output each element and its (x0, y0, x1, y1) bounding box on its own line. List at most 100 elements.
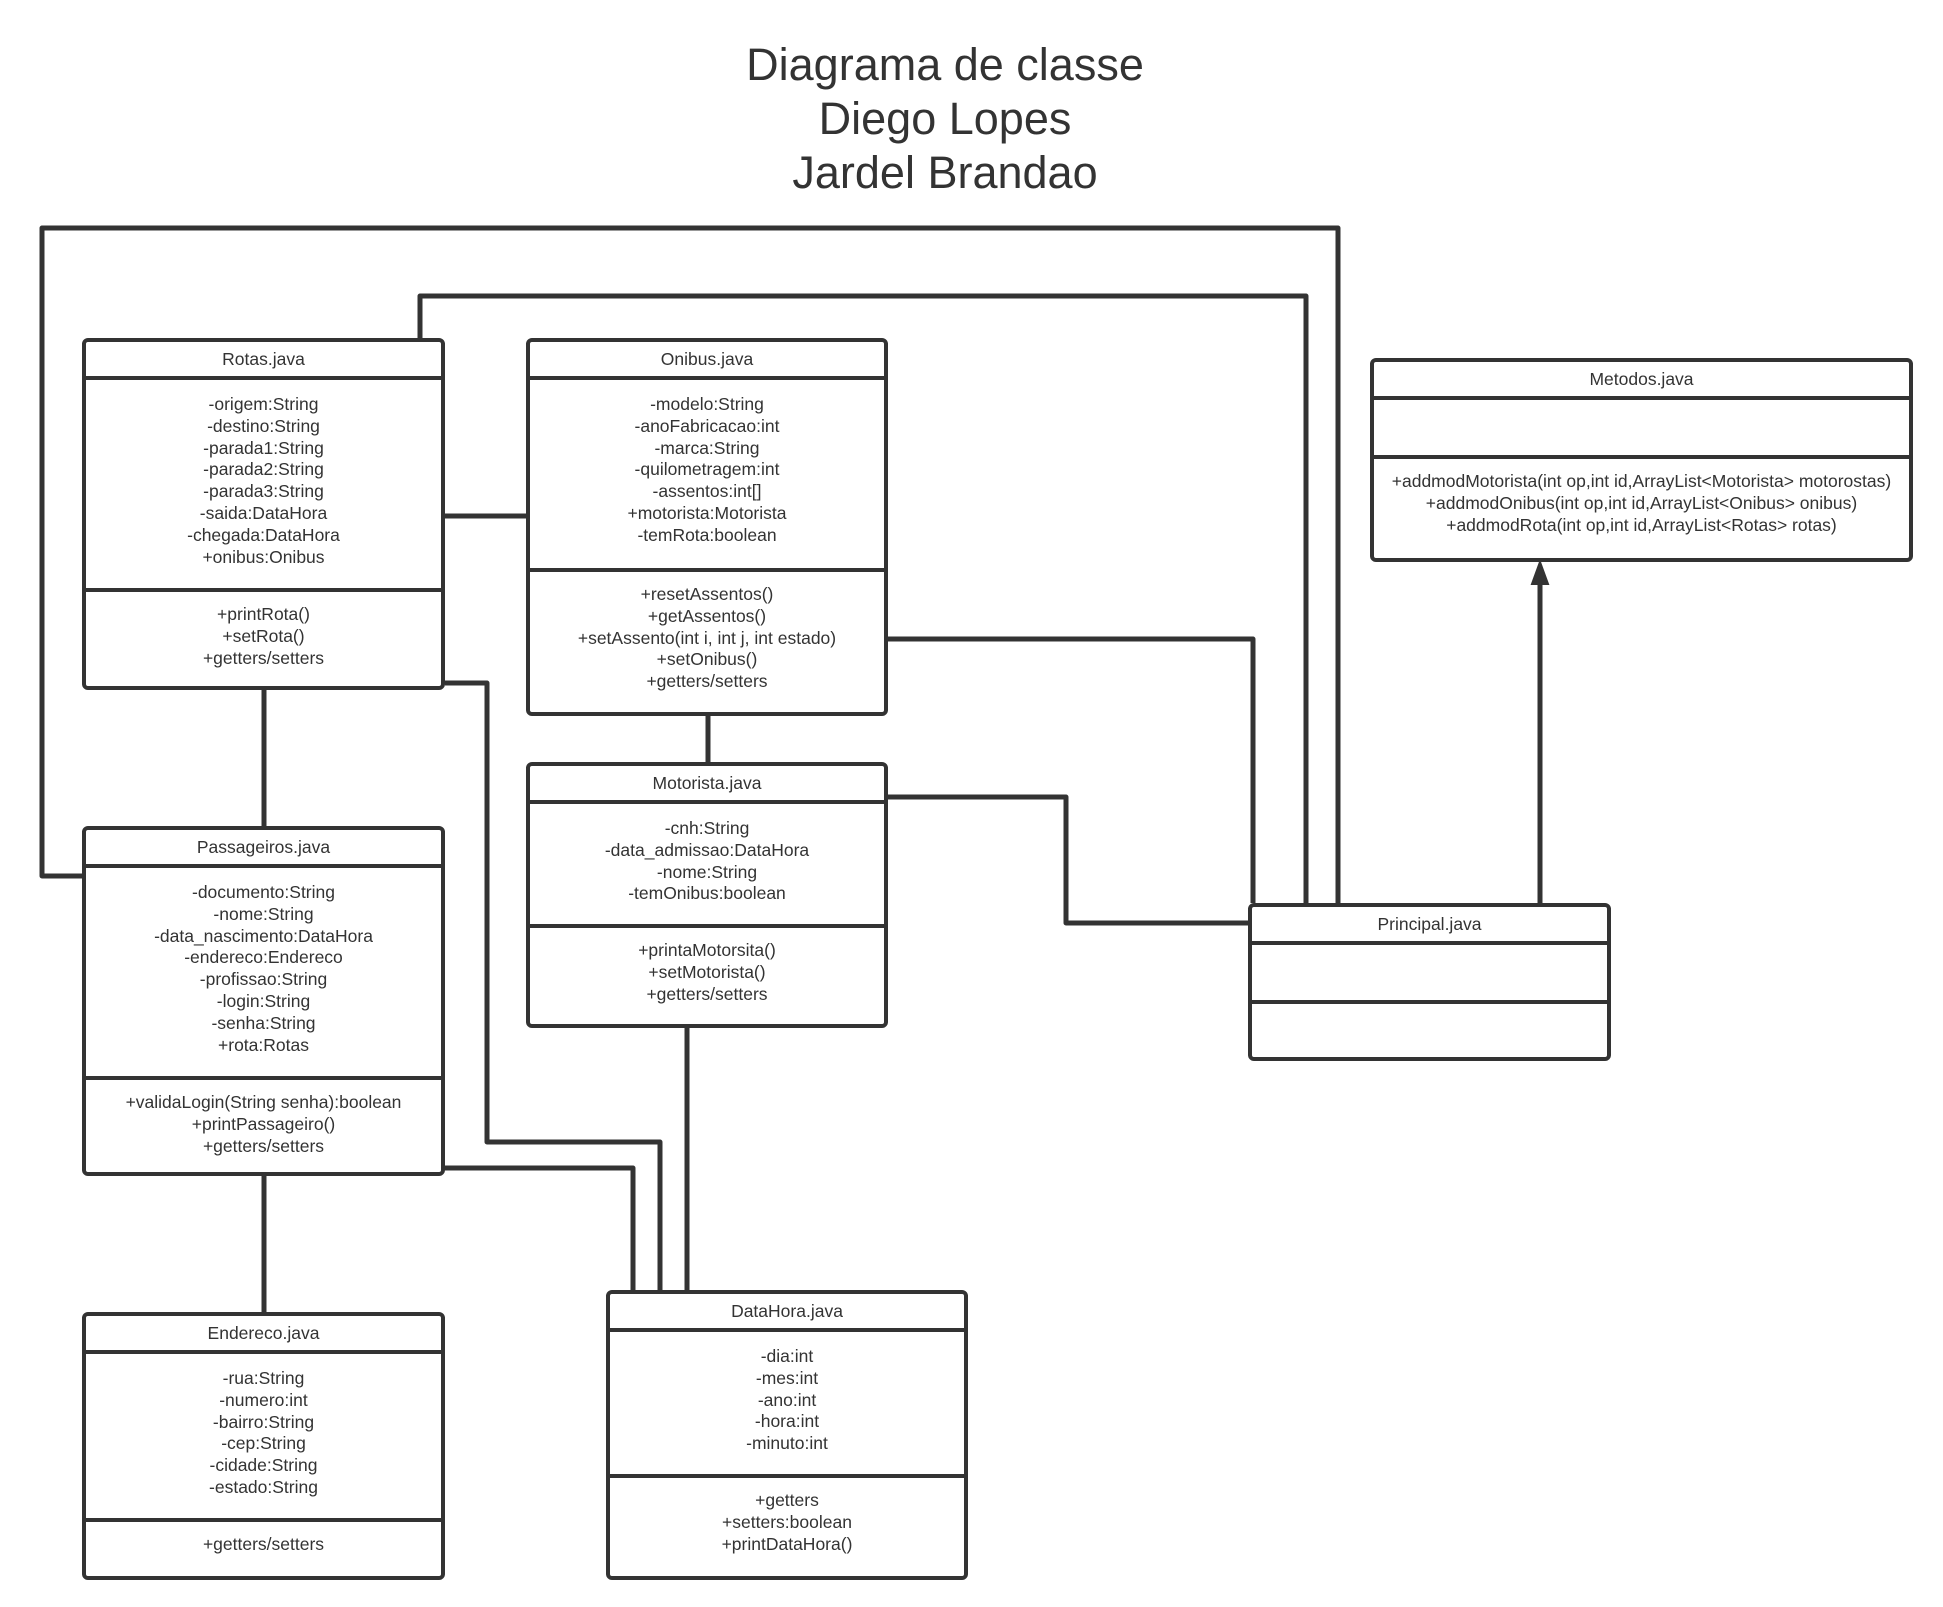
class-name: Passageiros.java (86, 830, 441, 868)
class-name: Rotas.java (86, 342, 441, 380)
title-line: Diego Lopes (818, 93, 1072, 144)
attribute: -estado:String (209, 1476, 318, 1497)
attribute: -nome:String (656, 861, 758, 882)
attributes-section: -documento:String -nome:String -data_nas… (86, 868, 441, 1080)
attribute: -cep:String (221, 1433, 306, 1454)
attribute: -modelo:String (650, 394, 764, 414)
method: +addmodRota(int op,int id,ArrayList<Rota… (1446, 514, 1837, 535)
methods-section: +getters +setters:boolean +printDataHora… (610, 1478, 964, 1576)
class-name: Metodos.java (1374, 362, 1909, 400)
method: +setOnibus() (656, 649, 758, 670)
attribute: -parada1:String (203, 437, 324, 458)
attribute: -quilometragem:int (634, 459, 780, 480)
attribute: -bairro:String (212, 1411, 315, 1432)
title-line: Diagrama de classe (746, 39, 1144, 90)
inheritance-arrowhead (1530, 559, 1550, 585)
method: +addmodMotorista(int op,int id,ArrayList… (1391, 471, 1892, 491)
attribute: -temOnibus:boolean (628, 883, 786, 904)
method: +setRota() (222, 625, 305, 646)
method: +getters/setters (202, 1534, 325, 1554)
attribute: -minuto:int (746, 1433, 828, 1454)
attributes-section: -rua:String -numero:int -bairro:String -… (86, 1354, 441, 1522)
attribute: -saida:DataHora (199, 502, 328, 523)
edge-rotas-principal (417, 293, 1309, 903)
method: +setMotorista() (648, 961, 766, 982)
methods-section: +printaMotorsita() +setMotorista() +gett… (530, 928, 884, 1024)
class-endereco[interactable]: Endereco.java -rua:String -numero:int -b… (82, 1312, 445, 1580)
attribute: -anoFabricacao:int (634, 415, 780, 436)
methods-section: +addmodMotorista(int op,int id,ArrayList… (1374, 459, 1909, 558)
attribute: -documento:String (192, 882, 335, 902)
attributes-section: -cnh:String -data_admissao:DataHora -nom… (530, 804, 884, 928)
class-passageiros[interactable]: Passageiros.java -documento:String -nome… (82, 826, 445, 1176)
attribute: -numero:int (219, 1389, 308, 1410)
attribute: -endereco:Endereco (184, 947, 343, 968)
class-name: Onibus.java (530, 342, 884, 380)
class-metodos[interactable]: Metodos.java +addmodMotorista(int op,int… (1370, 358, 1913, 562)
methods-section: +getters/setters (86, 1522, 441, 1576)
attribute: -ano:int (757, 1389, 817, 1410)
edge-rotas-datahora (445, 680, 663, 1290)
methods-section: +validaLogin(String senha):boolean +prin… (86, 1080, 441, 1172)
attribute: +motorista:Motorista (627, 502, 787, 523)
methods-section: +printRota() +setRota() +getters/setters (86, 592, 441, 686)
attribute: -parada2:String (203, 459, 324, 480)
attributes-section (1374, 400, 1909, 459)
attribute: -origem:String (208, 394, 319, 414)
attribute: -parada3:String (203, 481, 324, 502)
attribute: -mes:int (755, 1367, 819, 1388)
class-name: Principal.java (1252, 907, 1607, 945)
method: +getters/setters (202, 647, 325, 668)
edge-onibus-principal (888, 636, 1256, 903)
class-motorista[interactable]: Motorista.java -cnh:String -data_admissa… (526, 762, 888, 1028)
attribute: -senha:String (211, 1012, 316, 1033)
title-line: Jardel Brandao (792, 147, 1098, 198)
class-principal[interactable]: Principal.java (1248, 903, 1611, 1061)
method: +printaMotorsita() (638, 940, 776, 960)
method: +getters/setters (646, 983, 768, 1004)
attribute: -assentos:int[] (652, 481, 762, 502)
method: +printDataHora() (721, 1533, 853, 1554)
class-datahora[interactable]: DataHora.java -dia:int -mes:int -ano:int… (606, 1290, 968, 1580)
method: +resetAssentos() (640, 584, 774, 604)
method: +printPassageiro() (191, 1113, 336, 1134)
method: +getters/setters (202, 1135, 325, 1156)
edge-passageiros-principal (39, 225, 1341, 903)
attribute: -data_nascimento:DataHora (154, 925, 373, 946)
method: +setAssento(int i, int j, int estado) (577, 627, 837, 648)
class-onibus[interactable]: Onibus.java -modelo:String -anoFabricaca… (526, 338, 888, 716)
method: +getAssentos() (647, 605, 767, 626)
attribute: -hora:int (754, 1411, 820, 1432)
attribute: -temRota:boolean (637, 524, 777, 545)
class-name: Endereco.java (86, 1316, 441, 1354)
class-name: DataHora.java (610, 1294, 964, 1332)
methods-section (1252, 1004, 1607, 1057)
attributes-section: -dia:int -mes:int -ano:int -hora:int -mi… (610, 1332, 964, 1478)
class-rotas[interactable]: Rotas.java -origem:String -destino:Strin… (82, 338, 445, 690)
method: +printRota() (217, 604, 310, 624)
attributes-section: -modelo:String -anoFabricacao:int -marca… (530, 380, 884, 572)
attribute: +onibus:Onibus (202, 546, 325, 567)
attribute: -data_admissao:DataHora (604, 839, 810, 860)
method: +getters (755, 1490, 819, 1510)
attribute: -marca:String (654, 437, 760, 458)
methods-section: +resetAssentos() +getAssentos() +setAsse… (530, 572, 884, 712)
edge-motorista-principal (888, 794, 1248, 926)
method: +setters:boolean (722, 1511, 852, 1532)
method: +getters/setters (646, 671, 768, 692)
class-name: Motorista.java (530, 766, 884, 804)
attribute: -login:String (216, 990, 311, 1011)
attribute: -destino:String (207, 415, 320, 436)
attribute: -chegada:DataHora (187, 524, 340, 545)
attribute: -cnh:String (664, 818, 750, 838)
edge-passageiros-datahora (445, 1165, 636, 1290)
attribute: +rota:Rotas (218, 1034, 309, 1055)
attribute: -nome:String (213, 903, 314, 924)
attribute: -rua:String (222, 1368, 305, 1388)
attributes-section (1252, 945, 1607, 1004)
attributes-section: -origem:String -destino:String -parada1:… (86, 380, 441, 592)
method: +addmodOnibus(int op,int id,ArrayList<On… (1425, 492, 1858, 513)
attribute: -cidade:String (209, 1455, 318, 1476)
attribute: -dia:int (760, 1346, 814, 1366)
